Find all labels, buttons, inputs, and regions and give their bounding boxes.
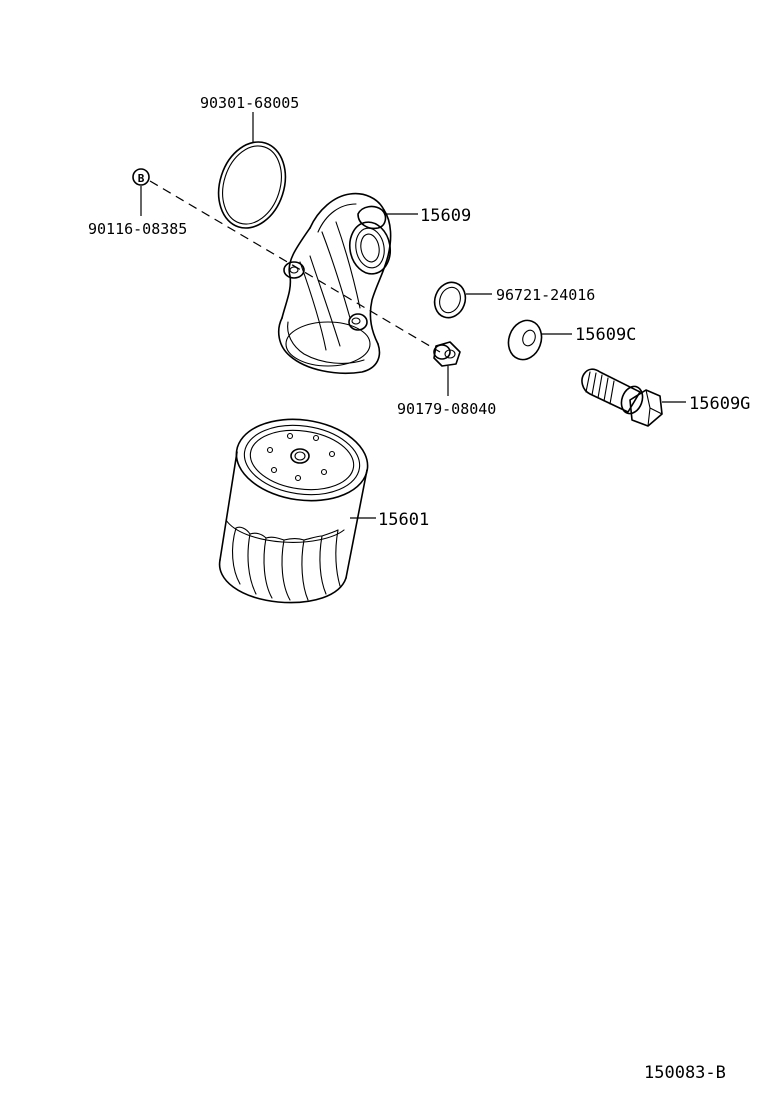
label-washer[interactable]: 15609C: [575, 325, 636, 345]
bolt-b-marker-letter: B: [138, 172, 145, 185]
oil-filter-part[interactable]: [218, 411, 373, 604]
filter-bracket-part[interactable]: [277, 192, 394, 375]
gasket-part[interactable]: [430, 278, 471, 322]
union-bolt-part[interactable]: [581, 368, 663, 427]
label-filter[interactable]: 15601: [378, 510, 429, 530]
label-plug[interactable]: 90179-08040: [397, 400, 496, 418]
washer-part[interactable]: [503, 316, 547, 365]
bolt-b-marker[interactable]: B: [132, 168, 150, 216]
label-bolt-b[interactable]: 90116-08385: [88, 220, 187, 238]
diagram-code: 150083-B: [644, 1063, 726, 1083]
oring-part[interactable]: [208, 133, 296, 236]
plug-part[interactable]: [433, 341, 461, 367]
label-bracket[interactable]: 15609: [420, 206, 471, 226]
label-oring[interactable]: 90301-68005: [200, 94, 299, 112]
label-gasket[interactable]: 96721-24016: [496, 286, 595, 304]
label-union-bolt[interactable]: 15609G: [689, 394, 750, 414]
